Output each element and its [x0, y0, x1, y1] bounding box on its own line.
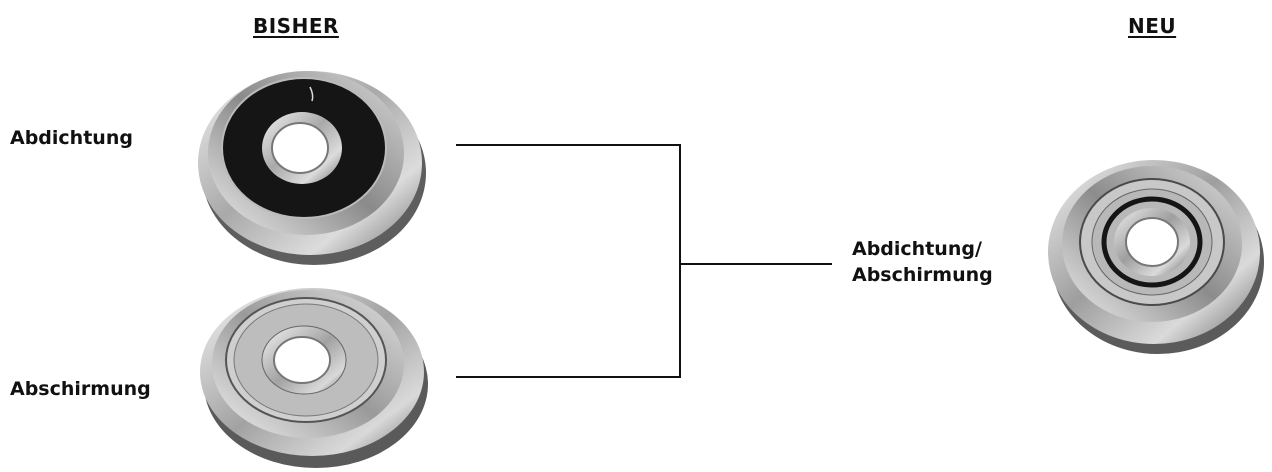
header-bisher: BISHER [253, 14, 339, 38]
bearing-new-image [1048, 160, 1264, 354]
label-abdichtung: Abdichtung [10, 127, 133, 149]
header-neu: NEU [1128, 14, 1177, 38]
label-abschirmung: Abschirmung [10, 378, 151, 400]
bearing-sealed-image [198, 71, 426, 265]
label-combined-line1: Abdichtung/ [852, 238, 982, 260]
label-combined: Abdichtung/ Abschirmung [852, 236, 993, 288]
label-combined-line2: Abschirmung [852, 264, 993, 286]
bearing-shielded-image [200, 288, 428, 468]
